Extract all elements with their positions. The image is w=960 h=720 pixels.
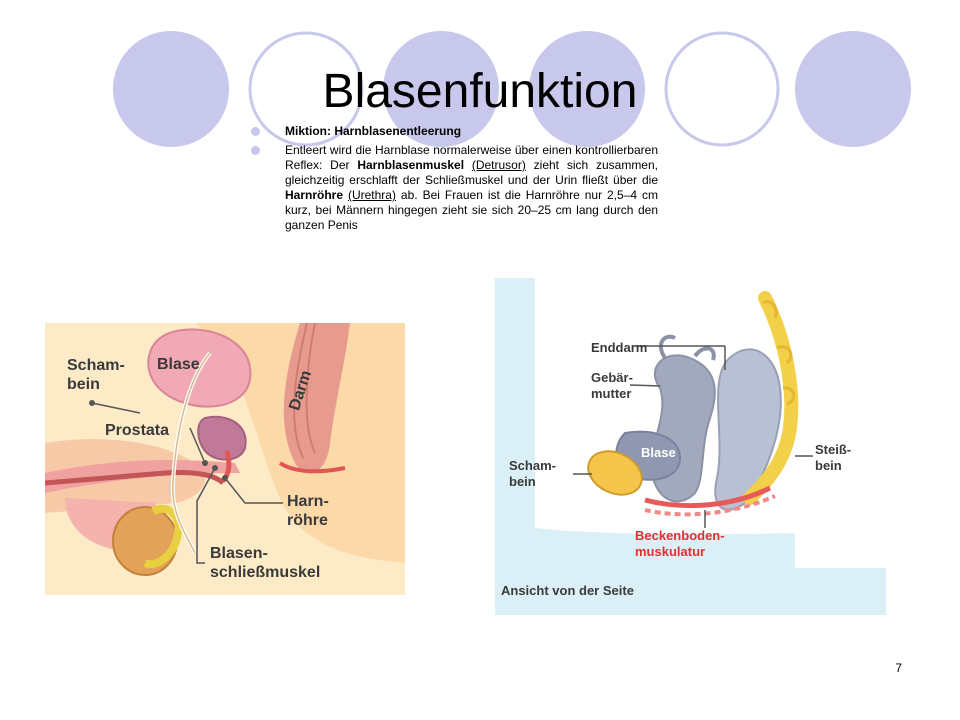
- label-schambein: Scham-: [509, 458, 556, 473]
- label-harnroehre: Harn-: [287, 493, 329, 510]
- bullet-text: Entleert wird die Harnblase normalerweis…: [285, 143, 658, 172]
- bullet-item: Miktion: Harnblasenentleerung: [248, 124, 658, 139]
- term-harnblasenmuskel: Harnblasenmuskel: [357, 158, 465, 172]
- label-blase: Blase: [641, 445, 676, 460]
- label-schambein: bein: [509, 474, 536, 489]
- circle-filled-1: [113, 31, 229, 147]
- label-beckenboden: Beckenboden-: [635, 528, 725, 543]
- slide-title: Blasenfunktion: [322, 65, 638, 118]
- circle-filled-2: [383, 31, 499, 147]
- label-gebaermutter: mutter: [591, 386, 631, 401]
- label-blase: Blase: [157, 356, 200, 373]
- circle-outline-2: [664, 31, 780, 147]
- term-harnroehre: Harnröhre: [285, 188, 344, 202]
- male-anatomy-figure: Scham- bein Blase Prostata Darm Harn- rö…: [44, 322, 405, 595]
- page-number: 7: [895, 661, 902, 675]
- male-anatomy-illustration: Scham- bein Blase Prostata Darm Harn- rö…: [44, 322, 405, 595]
- circle-filled-4: [795, 31, 911, 147]
- label-enddarm: Enddarm: [591, 340, 647, 355]
- pubic-bone: [587, 450, 643, 496]
- bullet-dot-icon: [251, 127, 260, 136]
- female-pelvis-figure: Enddarm Gebär- mutter Blase Scham- bein …: [495, 278, 886, 615]
- circle-outline-1: [248, 31, 364, 147]
- label-schambein: Scham-: [67, 357, 125, 374]
- label-gebaermutter: Gebär-: [591, 370, 633, 385]
- figure-caption: Ansicht von der Seite: [501, 583, 634, 598]
- circle-filled-3: [529, 31, 645, 147]
- bullet-heading: Miktion: Harnblasenentleerung: [285, 124, 462, 138]
- female-pelvis-illustration: Enddarm Gebär- mutter Blase Scham- bein …: [495, 278, 886, 615]
- label-beckenboden: muskulatur: [635, 544, 705, 559]
- bullet-item: Entleert wird die Harnblase normalerweis…: [248, 143, 658, 233]
- label-steissbein: bein: [815, 458, 842, 473]
- label-harnroehre: röhre: [287, 512, 328, 529]
- bullet-list: Miktion: Harnblasenentleerung Entleert w…: [248, 124, 658, 233]
- label-schliessmuskel: Blasen-: [210, 545, 268, 562]
- label-prostata: Prostata: [105, 422, 169, 439]
- label-schliessmuskel: schließmuskel: [210, 564, 320, 581]
- term-urethra: (Urethra): [347, 188, 396, 202]
- bullet-dot-icon: [251, 146, 260, 155]
- label-steissbein: Steiß-: [815, 442, 851, 457]
- decorative-circles: [113, 31, 911, 147]
- term-detrusor: (Detrusor): [471, 158, 526, 172]
- label-schambein: bein: [67, 376, 100, 393]
